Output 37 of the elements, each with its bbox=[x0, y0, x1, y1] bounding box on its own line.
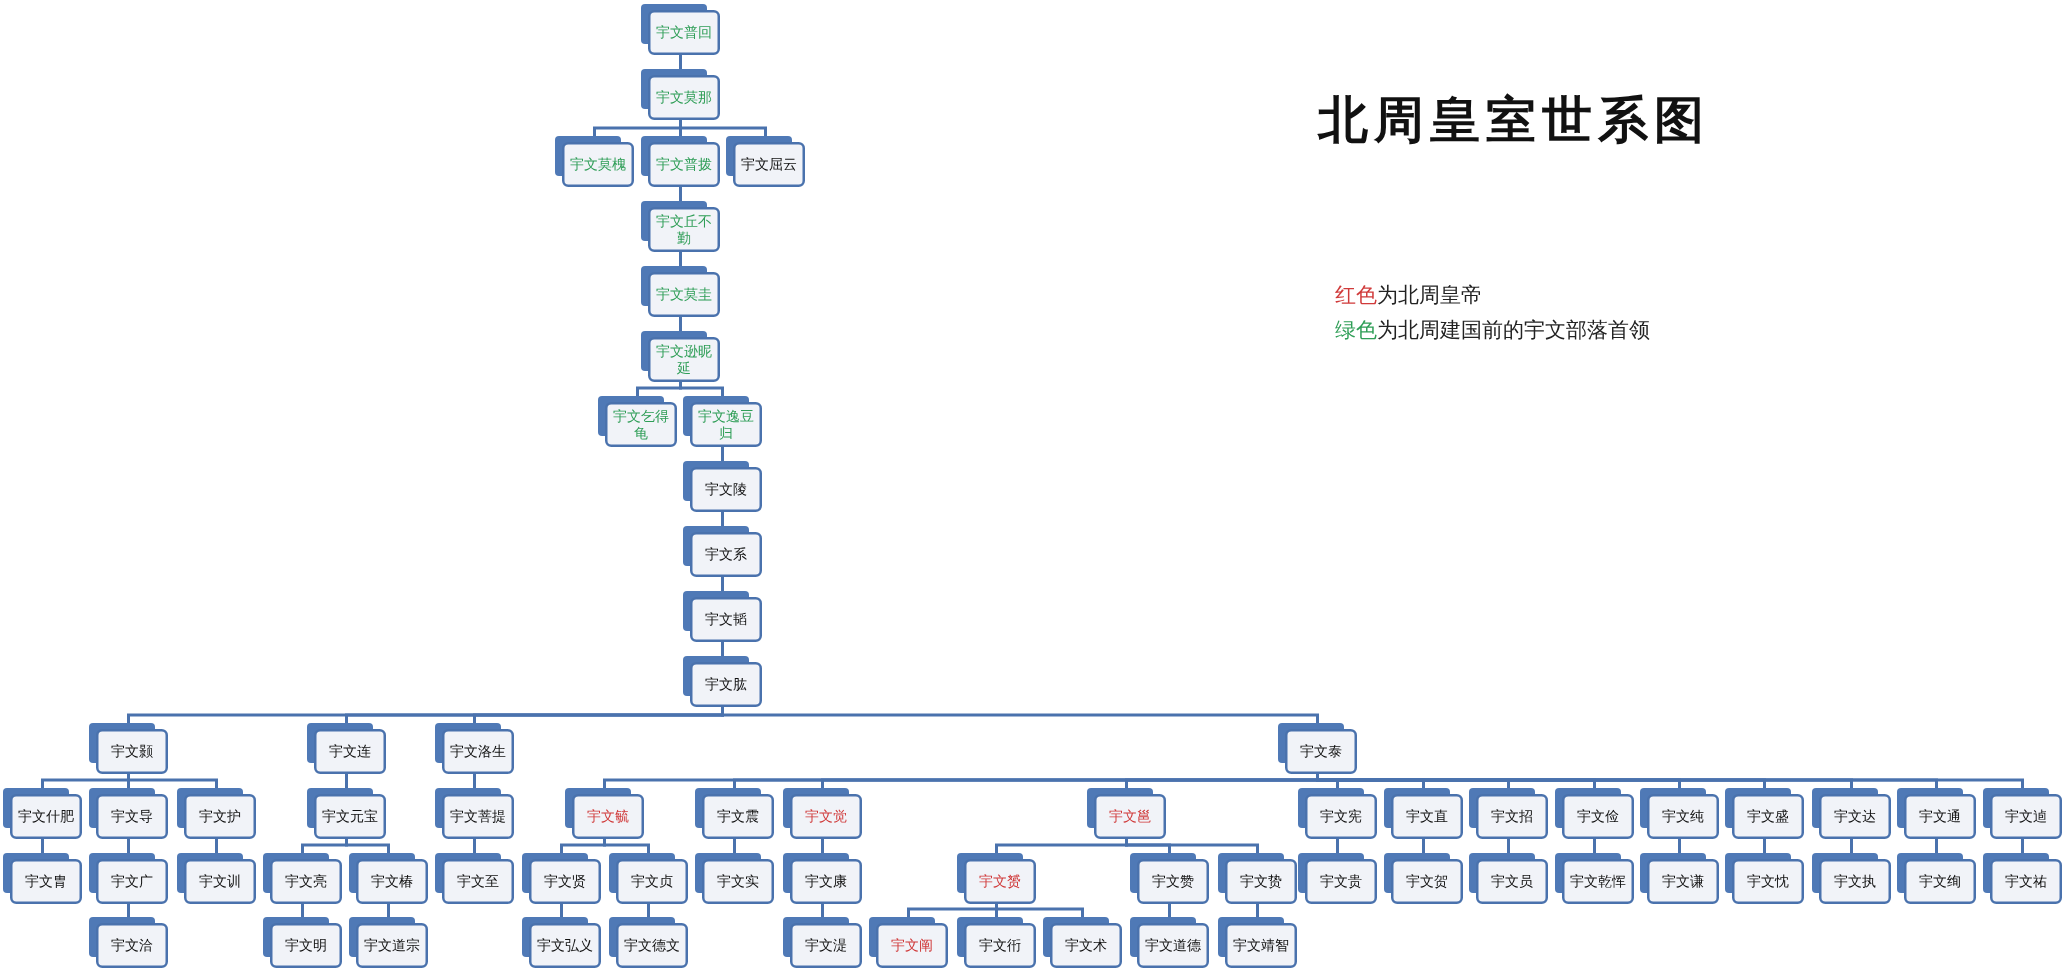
connector-line bbox=[679, 317, 682, 331]
title: 北周皇室世系图 bbox=[1318, 90, 1710, 150]
connector-line bbox=[721, 447, 724, 461]
connector-line bbox=[473, 839, 476, 853]
connector-line bbox=[1850, 839, 1853, 853]
connector-line bbox=[995, 904, 1084, 917]
connector-line bbox=[1168, 904, 1171, 917]
legend-text: 红色为北周皇帝 bbox=[1335, 283, 1482, 309]
connector-line bbox=[821, 839, 824, 853]
connector-line bbox=[301, 904, 304, 917]
connector-line bbox=[345, 774, 348, 788]
connector-line bbox=[2021, 839, 2024, 853]
legend-text: 绿色为北周建国前的宇文部落首领 bbox=[1335, 318, 1650, 344]
connector-line bbox=[647, 904, 650, 917]
connector-line bbox=[387, 904, 390, 917]
connector-line bbox=[560, 904, 563, 917]
connector-line bbox=[1336, 839, 1339, 853]
connector-line bbox=[721, 577, 724, 591]
connector-line bbox=[1935, 839, 1938, 853]
connector-line bbox=[473, 774, 476, 788]
connector-line bbox=[1256, 904, 1259, 917]
connector-line bbox=[1422, 839, 1425, 853]
connector-line bbox=[1593, 839, 1596, 853]
connector-line bbox=[679, 55, 682, 69]
connector-line bbox=[127, 904, 130, 917]
connector-line bbox=[1763, 839, 1766, 853]
connector-line bbox=[733, 839, 736, 853]
connector-line bbox=[679, 252, 682, 266]
connector-line bbox=[215, 839, 218, 853]
connector-line bbox=[1507, 839, 1510, 853]
connector-line bbox=[127, 839, 130, 853]
connector-line bbox=[821, 904, 824, 917]
connector-line bbox=[679, 187, 682, 201]
connector-line bbox=[1678, 839, 1681, 853]
connector-line bbox=[41, 839, 44, 853]
connector-line bbox=[721, 512, 724, 526]
connector-line bbox=[721, 642, 724, 656]
